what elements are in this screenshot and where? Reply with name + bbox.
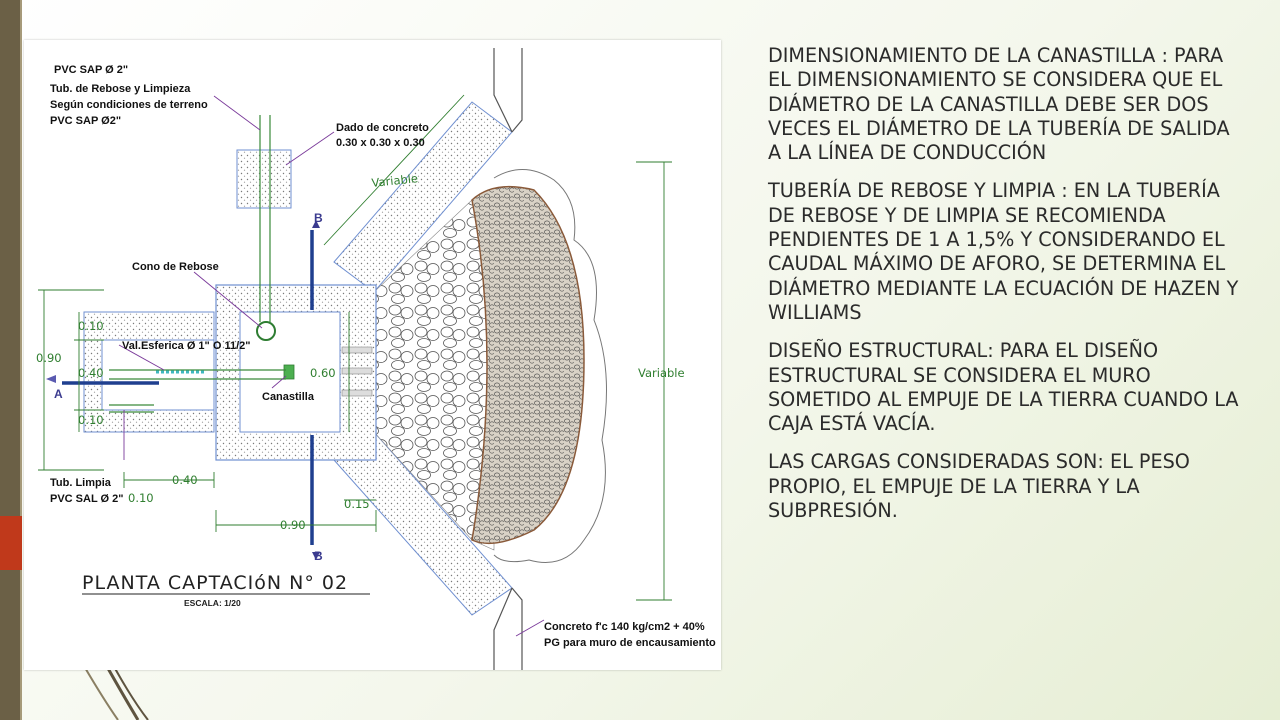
gravel-filter	[471, 185, 585, 545]
label-segun-terreno: Según condiciones de terreno	[50, 99, 208, 111]
label-cono-rebose: Cono de Rebose	[132, 261, 219, 273]
dim-0-40-left: 0.40	[78, 366, 104, 380]
label-dado-1: Dado de concreto	[336, 122, 429, 134]
section-letter-b-bottom: B	[314, 549, 323, 563]
concrete-dado	[236, 115, 292, 322]
dim-0-60: 0.60	[310, 366, 336, 380]
left-decor-bar	[0, 0, 20, 720]
dim-0-10-small: 0.10	[128, 491, 154, 505]
section-letter-a: A	[54, 387, 63, 401]
terrain-outline	[493, 169, 607, 563]
label-tub-limpia: Tub. Limpia	[50, 477, 112, 489]
left-decor-shade	[20, 0, 22, 720]
label-pvc-sal: PVC SAL Ø 2"	[50, 493, 123, 505]
label-pvc-top: PVC SAP Ø 2"	[54, 64, 128, 76]
section-line-a	[46, 375, 159, 385]
paragraph-tuberia: TUBERÍA DE REBOSE Y LIMPIA : EN LA TUBER…	[768, 179, 1239, 324]
captacion-plan-diagram: PVC SAP Ø 2" Tub. de Rebose y Limpieza S…	[36, 48, 716, 670]
label-canastilla: Canastilla	[262, 391, 315, 403]
label-pvc-sap: PVC SAP Ø2"	[50, 115, 121, 127]
explanation-text: DIMENSIONAMIENTO DE LA CANASTILLA : PARA…	[768, 44, 1248, 537]
label-variable-vertical: Variable	[638, 366, 685, 380]
wing-wall-upper	[333, 48, 523, 293]
canastilla-mark	[283, 364, 295, 380]
paragraph-dimensionamiento: DIMENSIONAMIENTO DE LA CANASTILLA : PARA…	[768, 44, 1230, 165]
overflow-cone-mark	[256, 321, 276, 341]
leader-lines	[118, 95, 545, 637]
paragraph-cargas: LAS CARGAS CONSIDERADAS SON: EL PESO PRO…	[768, 450, 1190, 523]
dim-0-15: 0.15	[344, 497, 370, 511]
label-concreto-2: PG para muro de encausamiento	[544, 637, 716, 649]
dim-0-40-bottom: 0.40	[172, 473, 198, 487]
section-letter-b-top: B	[314, 211, 323, 225]
label-dado-2: 0.30 x 0.30 x 0.30	[336, 137, 425, 149]
diagram-panel: PVC SAP Ø 2" Tub. de Rebose y Limpieza S…	[24, 40, 721, 670]
dim-0-10-top: 0.10	[78, 319, 104, 333]
label-valvula: Val.Esferica Ø 1" O 11/2"	[122, 340, 250, 352]
label-tub-rebose: Tub. de Rebose y Limpieza	[50, 83, 191, 95]
red-accent-block	[0, 516, 22, 570]
label-variable-diagonal: Variable	[371, 171, 419, 190]
dimension-lines	[38, 94, 672, 601]
section-line-b	[310, 220, 320, 560]
diagram-scale: ESCALA: 1/20	[184, 598, 241, 608]
diagram-title: PLANTA CAPTACIóN N° 02	[82, 572, 348, 594]
pipes	[109, 346, 373, 413]
label-concreto-1: Concreto f'c 140 kg/cm2 + 40%	[544, 621, 705, 633]
dim-0-90-left: 0.90	[36, 351, 62, 365]
paragraph-diseno: DISEÑO ESTRUCTURAL: PARA EL DISEÑO ESTRU…	[768, 339, 1239, 436]
dim-0-10-bottom: 0.10	[78, 413, 104, 427]
dim-0-90-bottom: 0.90	[280, 518, 306, 532]
